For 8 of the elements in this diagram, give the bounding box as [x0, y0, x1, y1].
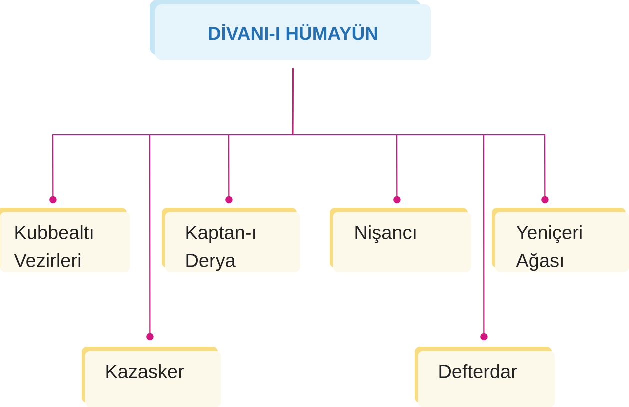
office-box: Defterdar [415, 347, 556, 407]
connector [292, 68, 549, 204]
office-box: Yeniçeri Ağası [492, 208, 629, 272]
office-box: Kubbealtı Vezirleri [0, 208, 130, 272]
office-box: Kaptan-ı Derya [162, 208, 300, 272]
office-box: Nişancı [330, 208, 472, 272]
office-box: Kazasker [82, 347, 222, 407]
title-box: DİVANI-I HÜMAYÜN [150, 0, 432, 60]
